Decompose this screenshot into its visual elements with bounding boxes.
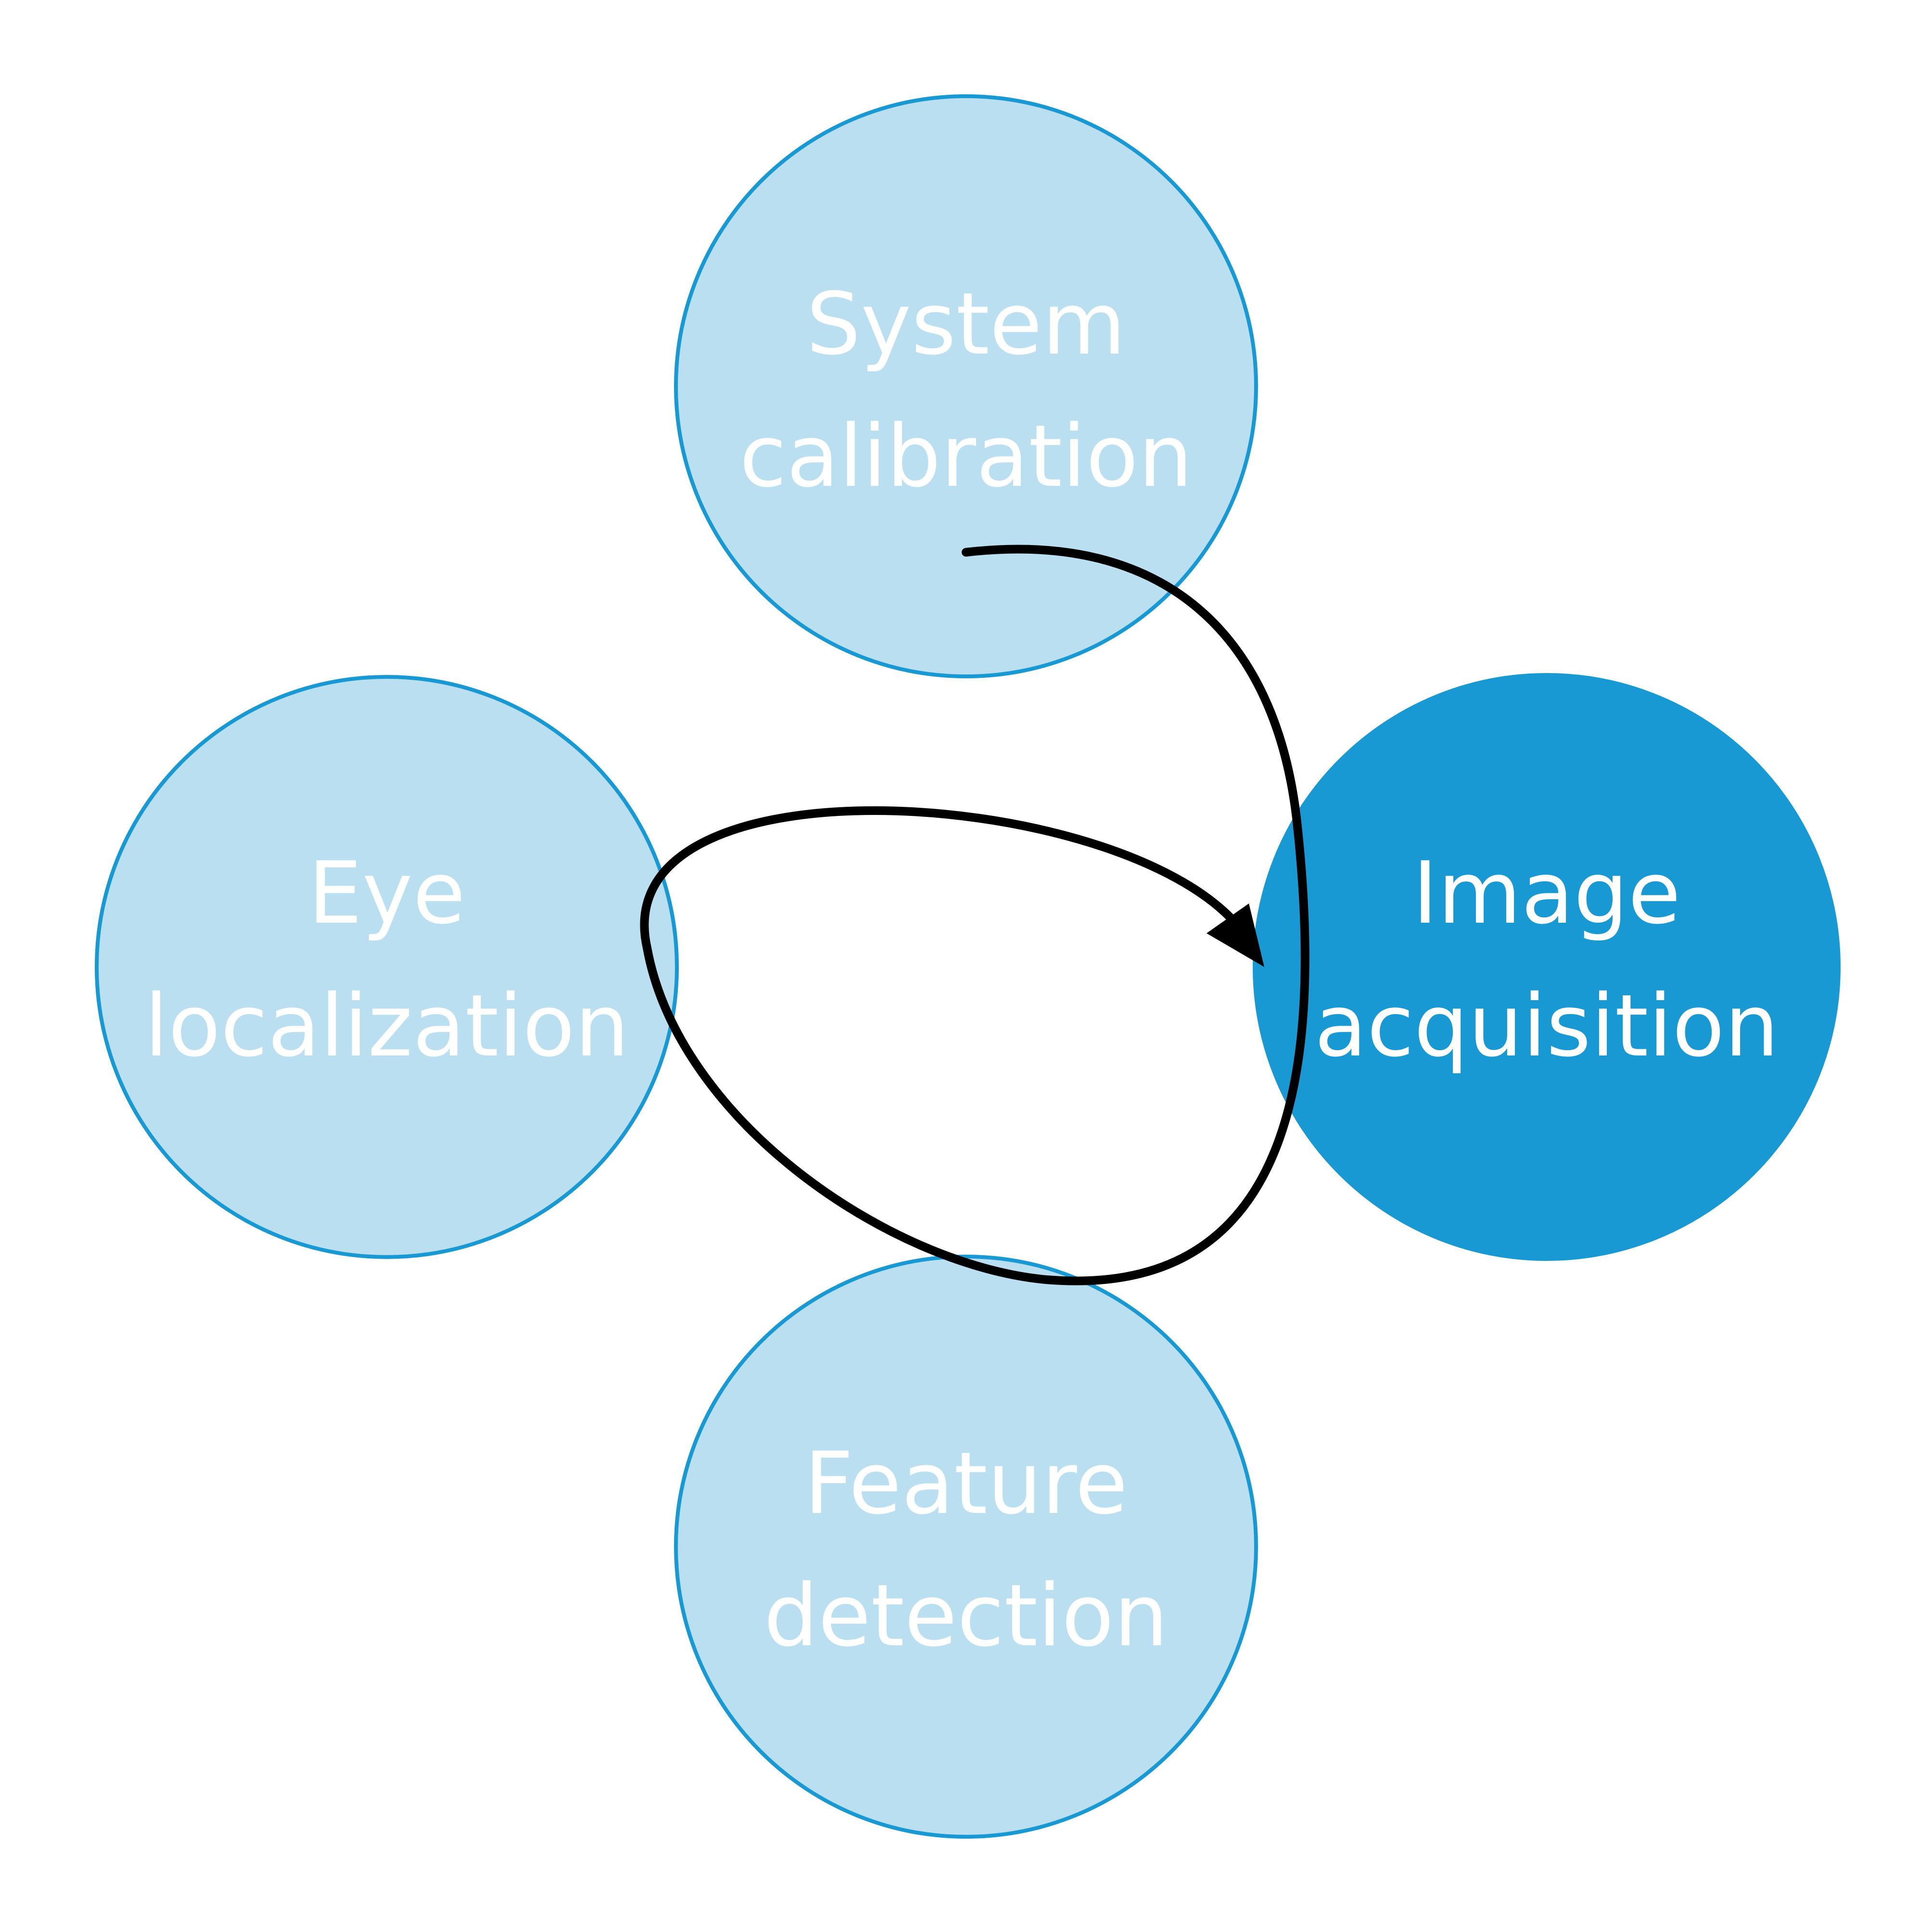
node-label-line2: localization bbox=[144, 976, 629, 1076]
node-circle-eye-localization bbox=[95, 675, 679, 1259]
node-system-calibration: System calibration bbox=[674, 94, 1258, 678]
node-circle-feature-detection bbox=[674, 1255, 1258, 1839]
node-label-line1: System bbox=[806, 274, 1126, 374]
node-eye-localization: Eye localization bbox=[95, 675, 679, 1259]
flow-arrow bbox=[640, 545, 1309, 1285]
flow-arrowhead bbox=[1207, 903, 1264, 967]
flow-arrow-path bbox=[640, 545, 1309, 1285]
node-label-line1: Image bbox=[1412, 843, 1680, 943]
node-label-line2: detection bbox=[764, 1566, 1169, 1665]
node-label-line1: Feature bbox=[804, 1434, 1128, 1533]
node-circle-system-calibration bbox=[674, 94, 1258, 678]
node-feature-detection: Feature detection bbox=[674, 1255, 1258, 1839]
node-image-acquisition: Image acquisition bbox=[1253, 673, 1841, 1261]
node-circle-image-acquisition bbox=[1253, 673, 1841, 1261]
node-label-line2: calibration bbox=[739, 407, 1193, 506]
node-label-line2: acquisition bbox=[1314, 976, 1779, 1076]
node-label-line1: Eye bbox=[308, 843, 465, 943]
